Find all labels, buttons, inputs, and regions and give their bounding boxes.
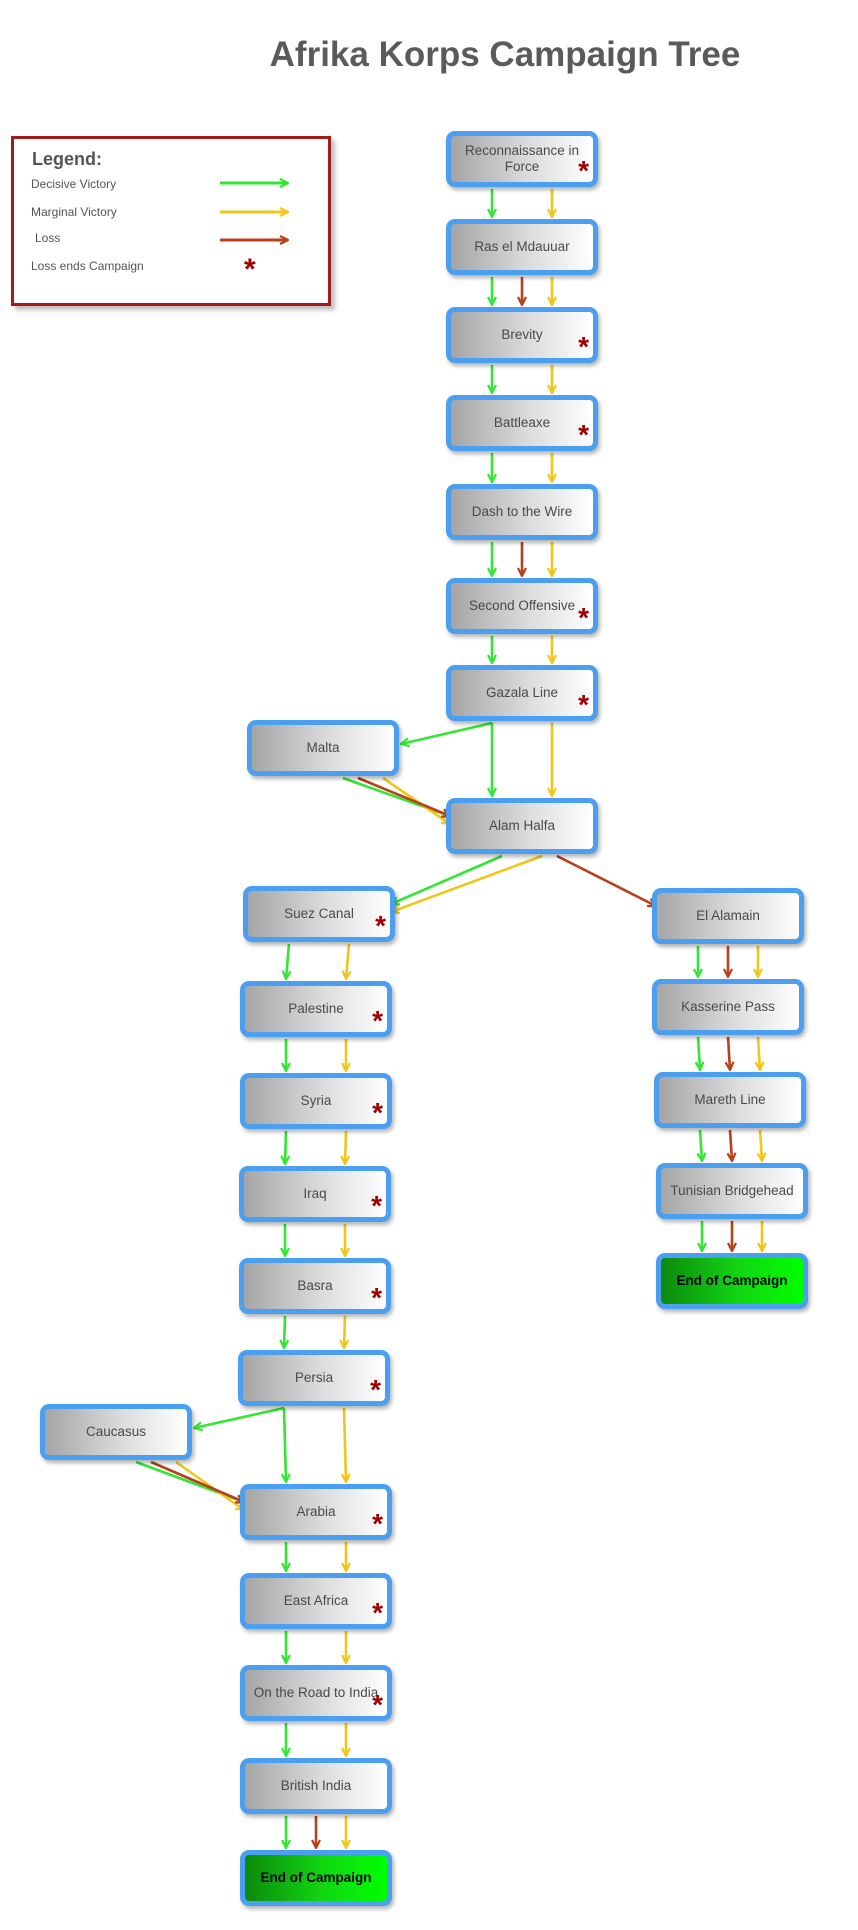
arrow-loss-kasserine-to-mareth bbox=[728, 1036, 730, 1070]
node-mareth-line: Mareth Line bbox=[654, 1072, 806, 1128]
node-kasserine-pass: Kasserine Pass bbox=[652, 979, 804, 1035]
node-malta: Malta bbox=[247, 720, 399, 776]
arrow-marginal-mareth-to-tunisian bbox=[760, 1129, 762, 1161]
node-gazala-line: Gazala Line * bbox=[446, 665, 598, 721]
node-persia: Persia * bbox=[238, 1350, 390, 1406]
node-second-offensive: Second Offensive * bbox=[446, 578, 598, 634]
node-palestine: Palestine * bbox=[240, 981, 392, 1037]
arrow-decisive-gazala-to-malta bbox=[401, 721, 493, 744]
legend-loss-label: Loss bbox=[35, 231, 61, 245]
arrow-marginal-persia-to-arabia bbox=[344, 1407, 346, 1482]
arrow-decisive-syria-to-iraq bbox=[285, 1130, 286, 1164]
loss-ends-star-icon: * bbox=[578, 602, 589, 633]
node-east-africa: East Africa * bbox=[240, 1573, 392, 1629]
node-ras-el-mdauuar: Ras el Mdauuar bbox=[446, 219, 598, 275]
arrow-decisive-suez-to-palestine bbox=[286, 943, 289, 979]
loss-ends-star-icon: * bbox=[372, 1689, 383, 1720]
legend-title: Legend: bbox=[32, 149, 102, 169]
node-reconnaissance-in-force: Reconnaissance in Force * bbox=[446, 131, 598, 187]
arrow-decisive-basra-to-persia bbox=[284, 1315, 285, 1348]
loss-ends-star-icon: * bbox=[372, 1508, 383, 1539]
node-iraq: Iraq * bbox=[239, 1166, 391, 1222]
node-end-of-campaign-el-alamain: End of Campaign bbox=[656, 1253, 808, 1309]
arrow-marginal-suez-to-palestine bbox=[346, 943, 349, 979]
legend-marginal-label: Marginal Victory bbox=[31, 205, 117, 219]
node-el-alamain: El Alamain bbox=[652, 888, 804, 944]
loss-ends-star-icon: * bbox=[578, 331, 589, 362]
node-british-india: British India bbox=[240, 1758, 392, 1814]
arrow-decisive-alam-to-suez bbox=[391, 854, 503, 904]
node-syria: Syria * bbox=[240, 1073, 392, 1129]
node-end-of-campaign-british-india: End of Campaign bbox=[240, 1850, 392, 1906]
loss-ends-star-icon: * bbox=[371, 1282, 382, 1313]
arrow-decisive-kasserine-to-mareth bbox=[698, 1036, 700, 1070]
node-on-the-road-to-india: On the Road to India * bbox=[240, 1665, 392, 1721]
loss-ends-star-icon: * bbox=[375, 910, 386, 941]
loss-ends-star-icon: * bbox=[578, 419, 589, 450]
loss-ends-star-icon: * bbox=[578, 689, 589, 720]
arrow-loss-mareth-to-tunisian bbox=[730, 1129, 732, 1161]
arrow-loss-alam-to-elalamain bbox=[556, 854, 656, 908]
node-alam-halfa: Alam Halfa bbox=[446, 798, 598, 854]
legend: Legend: Decisive Victory Marginal Victor… bbox=[11, 136, 331, 306]
node-suez-canal: Suez Canal * bbox=[243, 886, 395, 942]
loss-ends-star-icon: * bbox=[372, 1005, 383, 1036]
loss-ends-star-icon: * bbox=[371, 1190, 382, 1221]
arrow-decisive-mareth-to-tunisian bbox=[700, 1129, 702, 1161]
arrow-marginal-kasserine-to-mareth bbox=[758, 1036, 760, 1070]
loss-ends-star-icon: * bbox=[370, 1374, 381, 1405]
node-tunisian-bridgehead: Tunisian Bridgehead bbox=[656, 1163, 808, 1219]
diagram-title: Afrika Korps Campaign Tree bbox=[269, 35, 741, 74]
arrow-marginal-basra-to-persia bbox=[344, 1315, 345, 1348]
node-basra: Basra * bbox=[239, 1258, 391, 1314]
loss-ends-star-icon: * bbox=[578, 155, 589, 186]
legend-loss-ends-label: Loss ends Campaign bbox=[31, 259, 144, 273]
node-arabia: Arabia * bbox=[240, 1484, 392, 1540]
arrow-marginal-syria-to-iraq bbox=[345, 1130, 346, 1164]
loss-ends-star-icon: * bbox=[372, 1097, 383, 1128]
node-caucasus: Caucasus bbox=[40, 1404, 192, 1460]
node-battleaxe: Battleaxe * bbox=[446, 395, 598, 451]
node-brevity: Brevity * bbox=[446, 307, 598, 363]
arrow-decisive-persia-to-caucasus bbox=[194, 1406, 285, 1428]
legend-decisive-label: Decisive Victory bbox=[31, 177, 117, 191]
arrow-loss-caucasus-to-arabia bbox=[150, 1460, 244, 1502]
arrow-decisive-persia-to-arabia bbox=[284, 1407, 286, 1482]
legend-star-icon: * bbox=[244, 253, 256, 286]
loss-ends-star-icon: * bbox=[372, 1597, 383, 1628]
arrow-loss-malta-to-alam bbox=[357, 776, 450, 816]
arrow-marginal-alam-to-suez bbox=[391, 854, 543, 912]
node-dash-to-the-wire: Dash to the Wire bbox=[446, 484, 598, 540]
